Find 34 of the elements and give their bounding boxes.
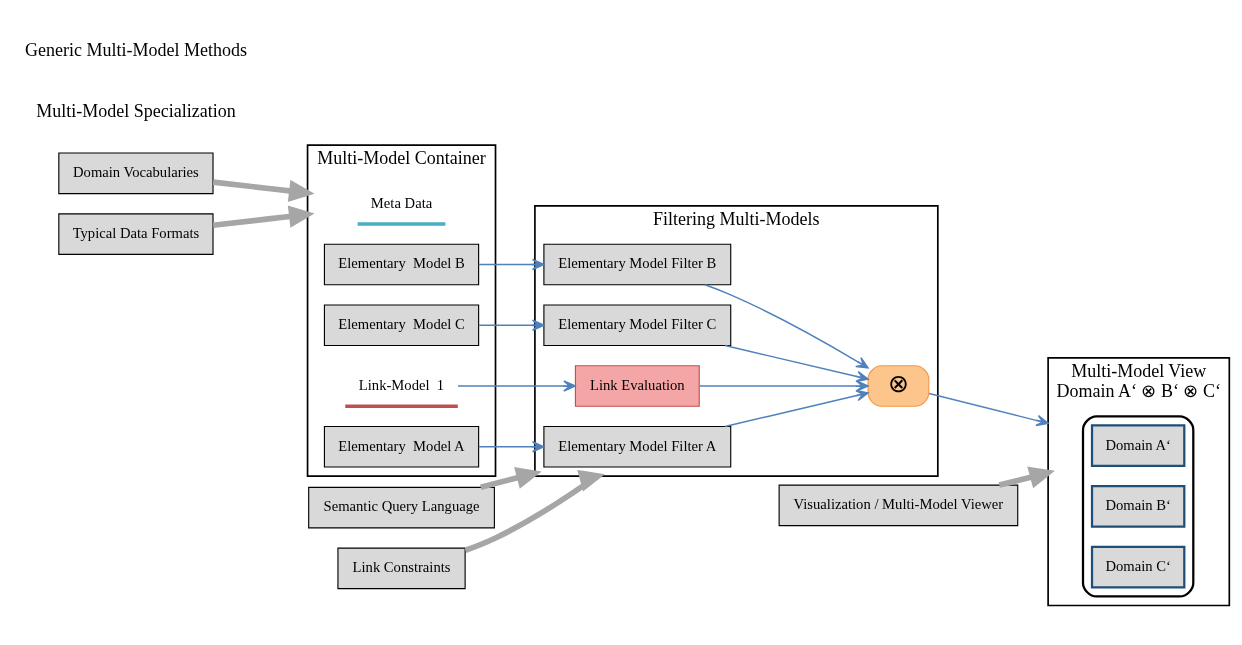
arrow	[698, 379, 869, 392]
arrow	[478, 258, 545, 270]
arrow	[480, 466, 542, 490]
arrow	[212, 178, 315, 202]
node-box: Domain B‘	[1090, 484, 1186, 528]
arrow	[478, 318, 545, 331]
arrow	[457, 379, 576, 392]
node-box: ⊗	[867, 364, 930, 407]
label: Multi-Model Specialization	[36, 100, 236, 121]
node-box: Link Constraints	[337, 547, 466, 589]
node-box: Link Evaluation	[574, 364, 700, 407]
label: Generic Multi-Model Methods	[24, 39, 247, 60]
arrow	[724, 344, 869, 382]
cluster	[1081, 414, 1195, 598]
node-box: Elementary Model Filter C	[543, 303, 732, 346]
node-box: Domain A‘	[1090, 423, 1186, 467]
node-box: Elementary Model C	[323, 303, 480, 346]
node-box: Elementary Model Filter B	[543, 243, 732, 285]
node-box: Elementary Model Filter A	[543, 425, 732, 468]
node-box: Domain C‘	[1090, 545, 1186, 589]
node-box: Visualization / Multi-Model Viewer	[778, 484, 1019, 526]
node-box: Elementary Model A	[323, 425, 480, 468]
node-box: Typical Data Formats	[58, 212, 214, 255]
node-box: Semantic Query Language	[308, 486, 495, 528]
arrow	[724, 389, 869, 427]
node-text: Meta Data	[370, 194, 433, 211]
arrow	[998, 466, 1055, 488]
arrow	[478, 440, 545, 453]
arrow	[928, 392, 1049, 426]
node-text: Link-Model 1	[358, 376, 445, 393]
node-box: Domain Vocabularies	[58, 152, 214, 194]
arrow	[212, 204, 315, 228]
arrow	[464, 469, 605, 553]
node-box: Elementary Model B	[323, 243, 480, 285]
